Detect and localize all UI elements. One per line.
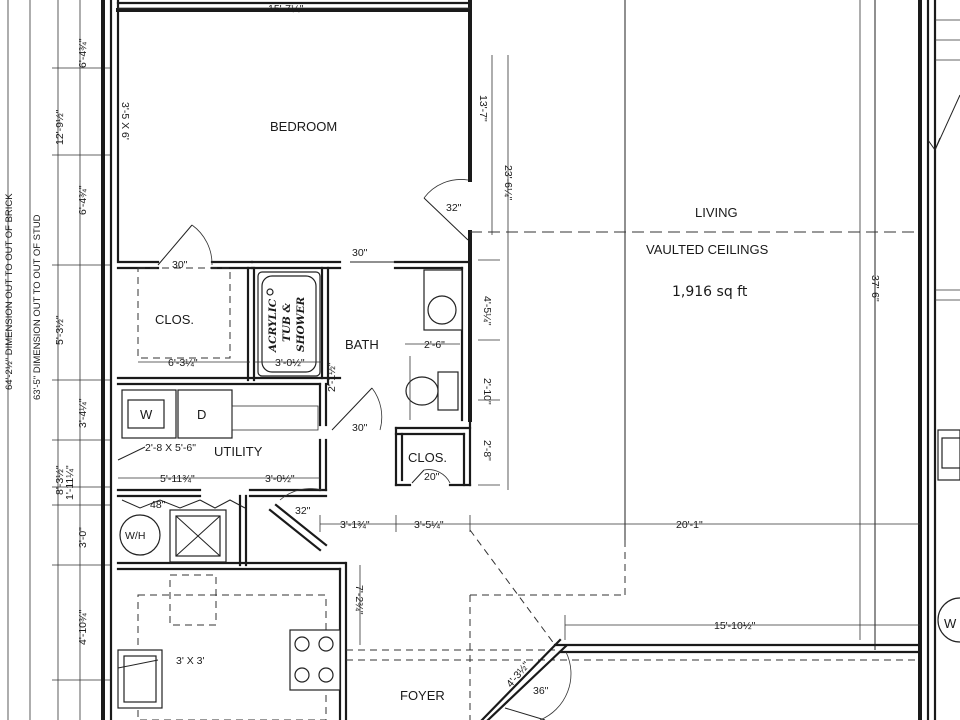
stud-dimension-label: 63'-5" DIMENSION OUT TO OUT OF STUD (32, 214, 43, 400)
kitchen-sink (117, 649, 163, 709)
dim-4-5: 4'-5¼" (481, 296, 493, 326)
washer-label: W (140, 407, 153, 422)
toilet (405, 371, 459, 411)
dim-3-4: 3'-4¼" (77, 398, 89, 428)
overall-dimension-lines (7, 0, 112, 720)
bath-door (331, 387, 383, 431)
bedroom-door (423, 179, 469, 241)
dim-7-2: 7'-2¾" (353, 585, 365, 615)
dim-8-3: 8'-3½" (54, 465, 66, 495)
closet-door (157, 224, 213, 266)
door-48-label: 48" (150, 499, 166, 511)
dim-13-7: 13'-7" (477, 95, 489, 122)
bath-label: BATH (345, 337, 379, 352)
bath-sink (423, 269, 463, 331)
brick-dimension-label: 64'-2½" DIMENSION OUT TO OUT OF BRICK (4, 193, 15, 390)
dryer-label: D (197, 407, 206, 422)
dim-6-4b: 6'-4¾" (77, 185, 89, 215)
tub-label-3: SHOWER (295, 297, 307, 352)
water-heater-label: W/H (125, 530, 145, 542)
interior-walls (116, 260, 922, 720)
dim-20-1: 20'-1" (676, 519, 703, 531)
dim-5-11: 5'-11¾" (160, 473, 195, 485)
dim-15-7: 15'-7¼" (268, 3, 304, 15)
dim-3-0c: 3'-0½" (265, 473, 295, 485)
window-b-label: 2'-8 X 5'-6" (145, 442, 196, 454)
dim-15-10: 15'-10½" (714, 620, 756, 632)
dim-37-6: 37'-6" (869, 275, 881, 302)
furnace (169, 509, 227, 563)
dim-2-10: 2'-10" (481, 378, 493, 405)
tub-label-1: ACRYLIC (267, 298, 279, 353)
dim-3-0b: 3'-0½" (275, 357, 305, 369)
right-washer-label: W (944, 616, 957, 631)
dim-3-0: 3'-0" (77, 527, 89, 548)
door-36-label: 36" (533, 685, 549, 697)
dim-5-3: 5'-3½" (54, 315, 66, 345)
dim-3-5: 3'-5¼" (414, 519, 444, 531)
dim-2-6: 2'-6" (424, 339, 445, 351)
area-label: 1,916 sq ft (672, 284, 748, 300)
window-c-label: 3' X 3' (176, 655, 205, 667)
entry-door (480, 638, 572, 720)
door-32b-label: 32" (295, 505, 311, 517)
dim-4-3: 4'-3½" (504, 659, 532, 690)
kitchen-island-outline (169, 574, 217, 626)
utility-label: UTILITY (214, 444, 263, 459)
dim-23-6: 23'-6¼" (502, 165, 514, 201)
dim-12-9: 12'-9½" (54, 109, 66, 145)
water-heater (119, 514, 161, 556)
living-label: LIVING (695, 205, 738, 220)
closet-shelf-outline (137, 267, 231, 359)
hall-door (279, 488, 323, 501)
window-a-label: 3'-5 X 6' (119, 102, 131, 140)
dim-1-11: 1'-11¼" (64, 465, 76, 500)
tub (257, 271, 321, 377)
door-32a-label: 32" (446, 202, 462, 214)
bedroom-label: BEDROOM (270, 119, 337, 134)
door-30c-label: 30" (352, 422, 368, 434)
vaulted-label: VAULTED CEILINGS (646, 242, 769, 257)
closet2-door (411, 469, 451, 484)
utility-opening-48 (121, 499, 246, 509)
door-30b-label: 30" (352, 247, 368, 259)
closet-label: CLOS. (155, 312, 194, 327)
right-washer (937, 429, 960, 643)
range (289, 629, 341, 691)
foyer-label: FOYER (400, 688, 445, 703)
dim-6-4a: 6'-4¾" (77, 38, 89, 68)
closet2-label: CLOS. (408, 450, 447, 465)
door-30a-label: 30" (172, 259, 188, 271)
dim-2-1: 2'-1½" (326, 362, 338, 392)
dim-4-10: 4'-10¾" (77, 609, 89, 645)
dim-3-1: 3'-1¾" (340, 519, 370, 531)
door-20-label: 20" (424, 471, 440, 483)
washer (121, 389, 177, 439)
exterior-walls (101, 0, 937, 720)
dim-2-8: 2'-8" (481, 440, 493, 461)
dim-6-3: 6'-3¼" (168, 357, 198, 369)
tub-label-2: TUB & (281, 302, 293, 342)
dryer (177, 389, 233, 439)
